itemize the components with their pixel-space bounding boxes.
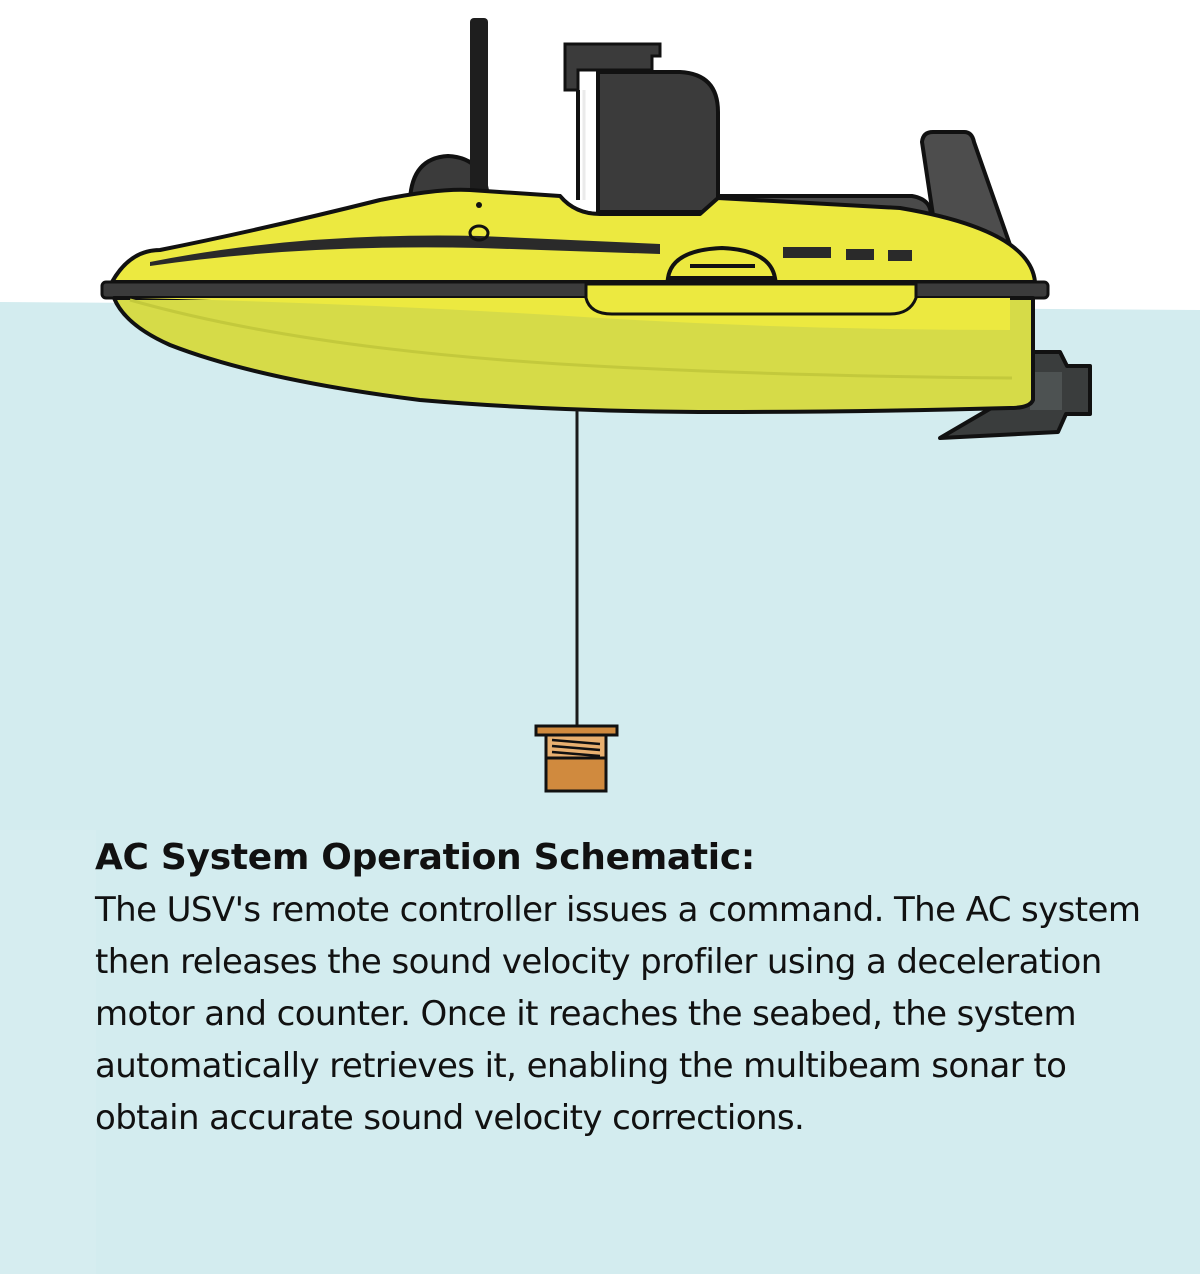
cabin bbox=[596, 70, 720, 214]
stripe-dash-3 bbox=[888, 250, 912, 261]
profiler-body bbox=[544, 756, 608, 793]
water-left-strip bbox=[0, 830, 96, 1274]
hatch bbox=[665, 245, 778, 280]
hull-upper bbox=[110, 187, 1037, 284]
antenna-base bbox=[476, 202, 482, 208]
chine-line bbox=[129, 298, 1013, 380]
stripe-dash-2 bbox=[846, 249, 874, 260]
hull-stripe bbox=[150, 235, 660, 266]
hull-port bbox=[468, 224, 490, 242]
sound-velocity-profiler bbox=[534, 724, 619, 793]
profiler-spring bbox=[551, 738, 601, 758]
caption-block: AC System Operation Schematic: The USV's… bbox=[95, 832, 1165, 1144]
caption-body: The USV's remote controller issues a com… bbox=[95, 890, 1141, 1138]
antenna bbox=[470, 18, 488, 208]
usv-illustration bbox=[100, 18, 1092, 793]
side-recess bbox=[584, 282, 918, 316]
caption-title: AC System Operation Schematic: bbox=[95, 837, 755, 878]
motor-highlight bbox=[1030, 372, 1062, 410]
stripe-dash-1 bbox=[783, 247, 831, 258]
